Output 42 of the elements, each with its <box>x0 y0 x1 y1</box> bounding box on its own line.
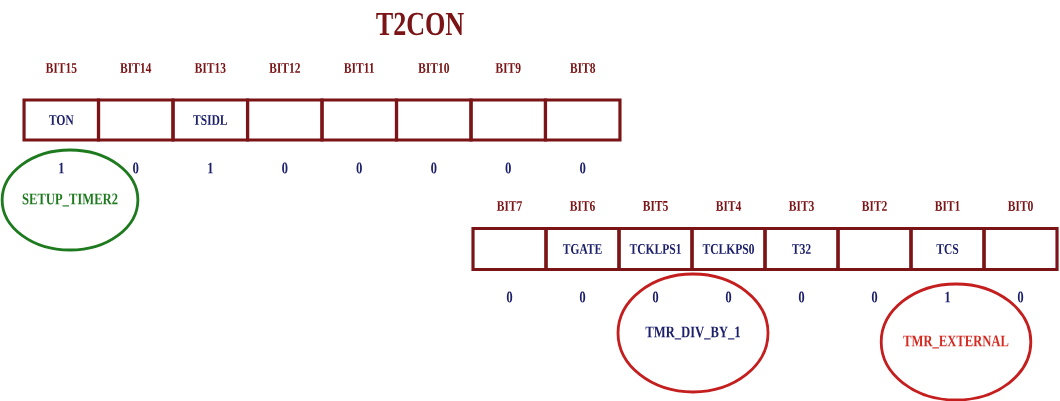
bit-label: BIT15 <box>45 63 77 73</box>
bit-label: BIT10 <box>418 63 450 73</box>
bit-value: 1 <box>945 291 951 303</box>
title: T2CON <box>376 12 464 36</box>
bit-value: 0 <box>506 291 513 303</box>
bit-value: 1 <box>59 162 64 174</box>
bit-value: 0 <box>133 162 139 174</box>
bit-label: BIT2 <box>861 201 887 211</box>
bit-label: BIT11 <box>344 63 374 73</box>
bit-label: BIT14 <box>120 63 152 73</box>
bit-value: 0 <box>505 162 511 174</box>
bit-value: 0 <box>652 291 659 303</box>
register-cell: TCS <box>909 226 986 272</box>
bit-value: 0 <box>1017 291 1024 303</box>
bit-label: BIT1 <box>934 201 960 211</box>
bit-value: 0 <box>431 162 437 174</box>
bit-label: BIT4 <box>715 201 742 211</box>
register-cell: TCLKPS0 <box>690 226 767 272</box>
bit-value: 0 <box>725 291 732 303</box>
bit-label: BIT8 <box>570 63 596 73</box>
bit-value: 0 <box>356 162 362 174</box>
register-cell <box>543 98 622 142</box>
register-cell: TON <box>22 98 101 142</box>
bit-label: BIT13 <box>194 63 226 73</box>
register-cell: TCKLPS1 <box>617 226 694 272</box>
register-cell: T32 <box>763 226 840 272</box>
bit-value: 0 <box>580 162 586 174</box>
bit-label: BIT9 <box>495 63 521 73</box>
bit-label: BIT6 <box>569 201 595 211</box>
bit-value: 1 <box>208 162 213 174</box>
register-cell <box>982 226 1059 272</box>
bit-label: BIT12 <box>269 63 300 73</box>
bit-label: BIT3 <box>788 201 814 211</box>
register-cell: TGATE <box>544 226 621 272</box>
register-cell: TSIDL <box>171 98 250 142</box>
bit-value: 0 <box>579 291 586 303</box>
bit-label: BIT0 <box>1007 201 1033 211</box>
bit-label: BIT7 <box>496 201 522 211</box>
bit-value: 0 <box>871 291 878 303</box>
bit-label: BIT5 <box>642 201 668 211</box>
bit-value: 0 <box>282 162 288 174</box>
bit-value: 0 <box>798 291 805 303</box>
